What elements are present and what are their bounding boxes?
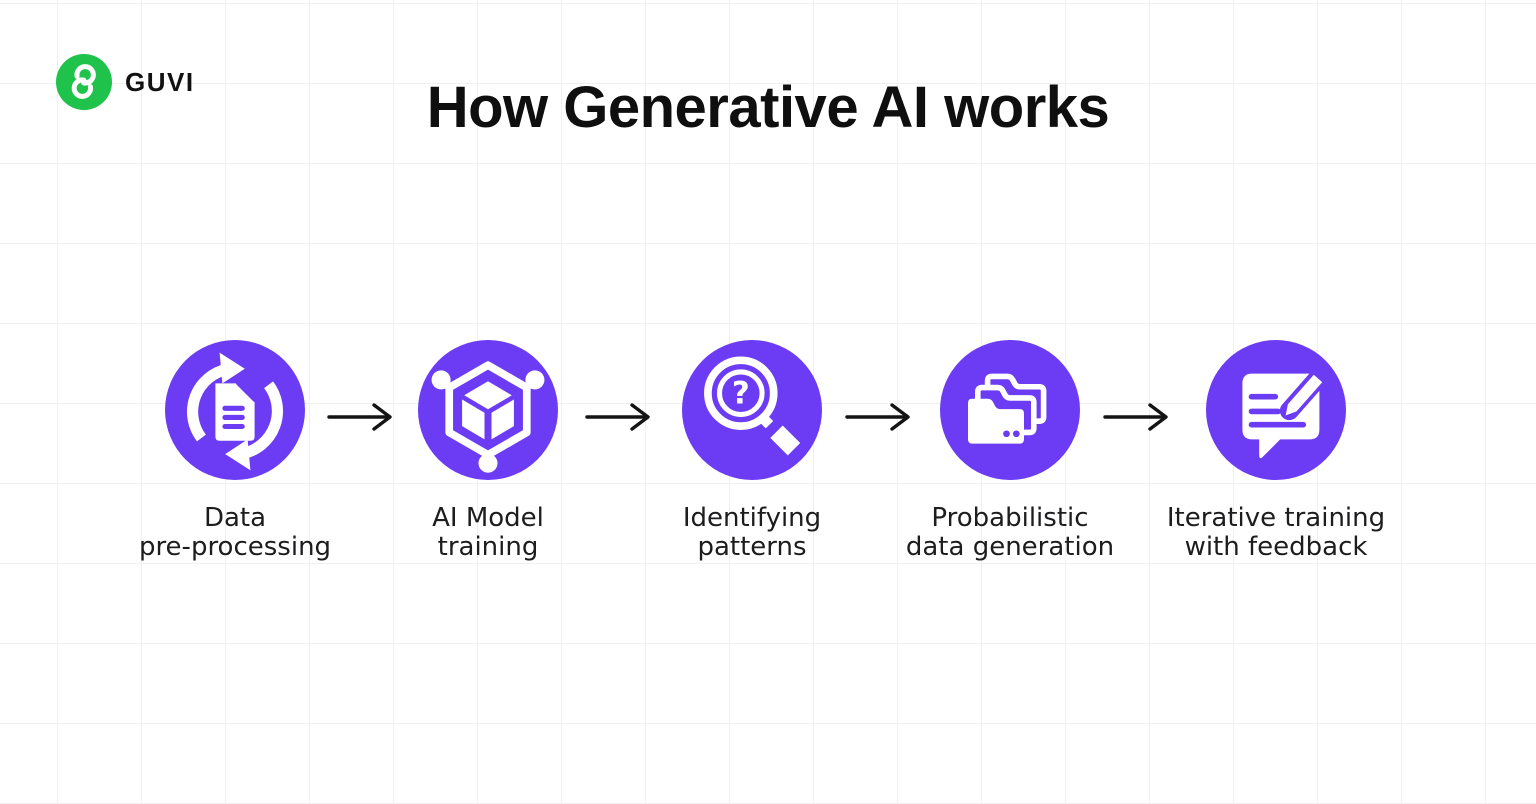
step-icon-circle [1206, 340, 1346, 480]
step-ai-model-training: AI Model training [358, 340, 618, 562]
step-label: Identifying patterns [682, 503, 822, 562]
cube-network-icon [431, 361, 545, 473]
step-data-preprocessing: Data pre-processing [105, 340, 365, 562]
right-arrow-icon [845, 403, 910, 431]
flow-arrow [1102, 400, 1174, 434]
step-label: Iterative training with feedback [1166, 503, 1386, 562]
step-icon-circle [940, 340, 1080, 480]
right-arrow-icon [327, 403, 392, 431]
flow-arrow [584, 400, 656, 434]
step-iterative-training-feedback: Iterative training with feedback [1146, 340, 1406, 562]
chat-bubble-pencil-icon [1242, 366, 1330, 459]
document-refresh-icon [186, 352, 284, 471]
step-label: AI Model training [432, 503, 544, 562]
step-probabilistic-data-generation: Probabilistic data generation [880, 340, 1140, 562]
step-icon-circle [418, 340, 558, 480]
right-arrow-icon [585, 403, 650, 431]
step-identifying-patterns: ? Identifying patterns [622, 340, 882, 562]
magnifier-question-icon: ? [704, 356, 801, 456]
step-icon-circle: ? [682, 340, 822, 480]
guvi-g-logo-icon [56, 54, 112, 110]
page-title: How Generative AI works [426, 75, 1110, 140]
stacked-folders-icon [968, 373, 1047, 444]
svg-text:?: ? [732, 376, 750, 412]
step-icon-circle [165, 340, 305, 480]
flow-arrow [326, 400, 398, 434]
brand-name: GUVI [125, 66, 195, 97]
step-label: Data pre-processing [138, 503, 332, 562]
brand-logo: GUVI [56, 54, 195, 110]
step-label: Probabilistic data generation [905, 503, 1115, 562]
right-arrow-icon [1103, 403, 1168, 431]
flow-arrow [844, 400, 916, 434]
